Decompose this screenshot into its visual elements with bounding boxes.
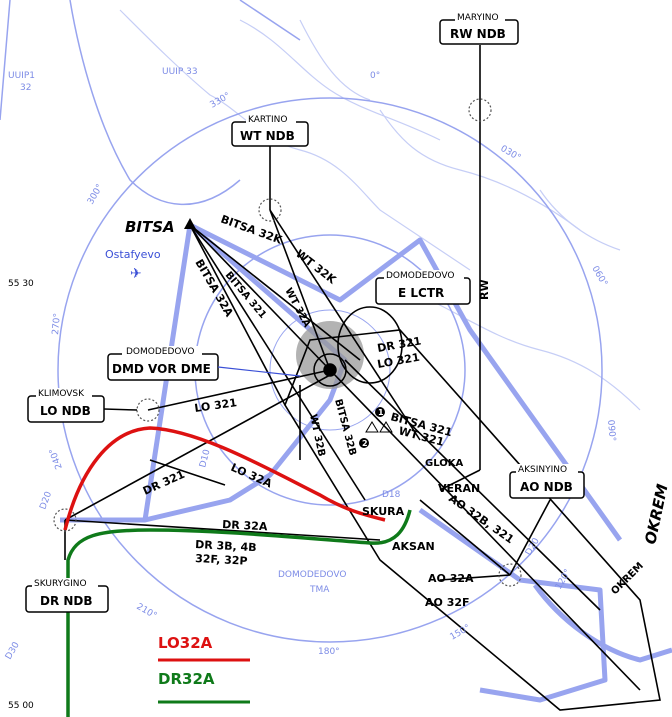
beacon-klimovsk: KLIMOVSK LO NDB [27,388,138,423]
svg-text:DOMODEDOVO: DOMODEDOVO [126,347,194,357]
svg-text:2: 2 [362,439,368,448]
beacon-symbols [53,98,522,587]
svg-text:DMD VOR DME: DMD VOR DME [112,362,211,376]
legend: LO32A DR32A [158,634,250,704]
svg-text:RW: RW [478,279,491,300]
svg-text:0°: 0° [370,71,380,81]
beacon-aksinyino: AKSINYINO AO NDB [509,464,585,499]
svg-text:330°: 330° [209,91,233,111]
svg-text:AKSINYINO: AKSINYINO [518,465,567,475]
svg-text:D20: D20 [38,490,54,511]
beacon-skurygino: SKURYGINO DR NDB [25,578,109,613]
svg-text:Ostafyevo: Ostafyevo [105,248,161,261]
svg-text:090°: 090° [605,419,617,441]
svg-text:DOMODEDOVO: DOMODEDOVO [278,570,346,580]
svg-text:DR NDB: DR NDB [40,594,93,608]
svg-text:GLOKA: GLOKA [425,458,463,469]
svg-text:210°: 210° [135,602,159,622]
okrem-route-label: OKREM [609,561,646,598]
svg-text:AO 32F: AO 32F [425,596,470,609]
vor-symbol [313,353,347,387]
svg-text:55 00: 55 00 [8,701,34,711]
airspace-boundaries [60,222,672,703]
svg-text:AO NDB: AO NDB [520,480,573,494]
svg-text:AKSAN: AKSAN [392,540,435,553]
svg-text:SKURA: SKURA [362,505,405,518]
svg-text:SKURYGINO: SKURYGINO [34,579,87,589]
svg-text:✈: ✈ [130,266,142,282]
dr32a-route [66,509,412,717]
svg-text:AO 32A: AO 32A [428,572,474,585]
lo32a-route [63,426,386,531]
beacon-domodedovo-vor: DOMODEDOVO DMD VOR DME [107,346,301,381]
svg-text:D18: D18 [382,490,401,500]
svg-text:E LCTR: E LCTR [398,286,444,300]
svg-text:DR 3B, 4B: DR 3B, 4B [195,538,257,554]
svg-text:LO 321: LO 321 [194,396,238,415]
svg-text:DR 32A: DR 32A [222,518,268,533]
svg-text:D10: D10 [198,448,212,469]
svg-text:VERAN: VERAN [438,482,480,495]
svg-text:32F, 32P: 32F, 32P [195,552,248,568]
svg-text:55 30: 55 30 [8,279,34,289]
svg-text:LO NDB: LO NDB [40,404,91,418]
fix-labels: VERAN SKURA AKSAN GLOKA 1 2 [359,407,480,553]
svg-text:RW NDB: RW NDB [450,27,506,41]
svg-text:DOMODEDOVO: DOMODEDOVO [386,271,454,281]
beacon-kartino: KARTINO WT NDB [231,114,309,147]
svg-text:KARTINO: KARTINO [248,115,287,125]
svg-text:1: 1 [378,408,384,417]
svg-text:270°: 270° [51,313,63,335]
svg-text:030°: 030° [499,144,523,164]
svg-text:150°: 150° [449,623,473,643]
svg-text:180°: 180° [318,647,340,657]
svg-text:TMA: TMA [309,585,330,595]
beacon-maryino: MARYINO RW NDB [439,12,519,45]
okrem-label: OKREM [641,482,671,546]
svg-text:KLIMOVSK: KLIMOVSK [38,389,85,399]
svg-text:WT NDB: WT NDB [240,129,295,143]
svg-text:MARYINO: MARYINO [457,13,499,23]
bitsa-fix: BITSA [125,218,196,236]
legend-lo32a-label: LO32A [158,634,213,652]
svg-text:32: 32 [20,83,31,93]
svg-text:UUIP 33: UUIP 33 [162,67,198,77]
procedure-routes [64,45,661,711]
svg-text:300°: 300° [86,183,106,207]
svg-text:BITSA 32B: BITSA 32B [332,398,358,457]
svg-text:UUIP1: UUIP1 [8,71,35,81]
svg-text:240°: 240° [48,447,65,471]
legend-dr32a-label: DR32A [158,670,215,688]
uuip-boundaries [0,0,301,206]
svg-text:D30: D30 [4,640,22,661]
svg-text:DR 321: DR 321 [141,468,187,498]
beacon-domodedovo-lctr: DOMODEDOVO E LCTR [375,270,471,305]
svg-text:060°: 060° [589,265,609,289]
svg-text:BITSA: BITSA [125,218,175,236]
svg-text:D20: D20 [524,536,542,557]
